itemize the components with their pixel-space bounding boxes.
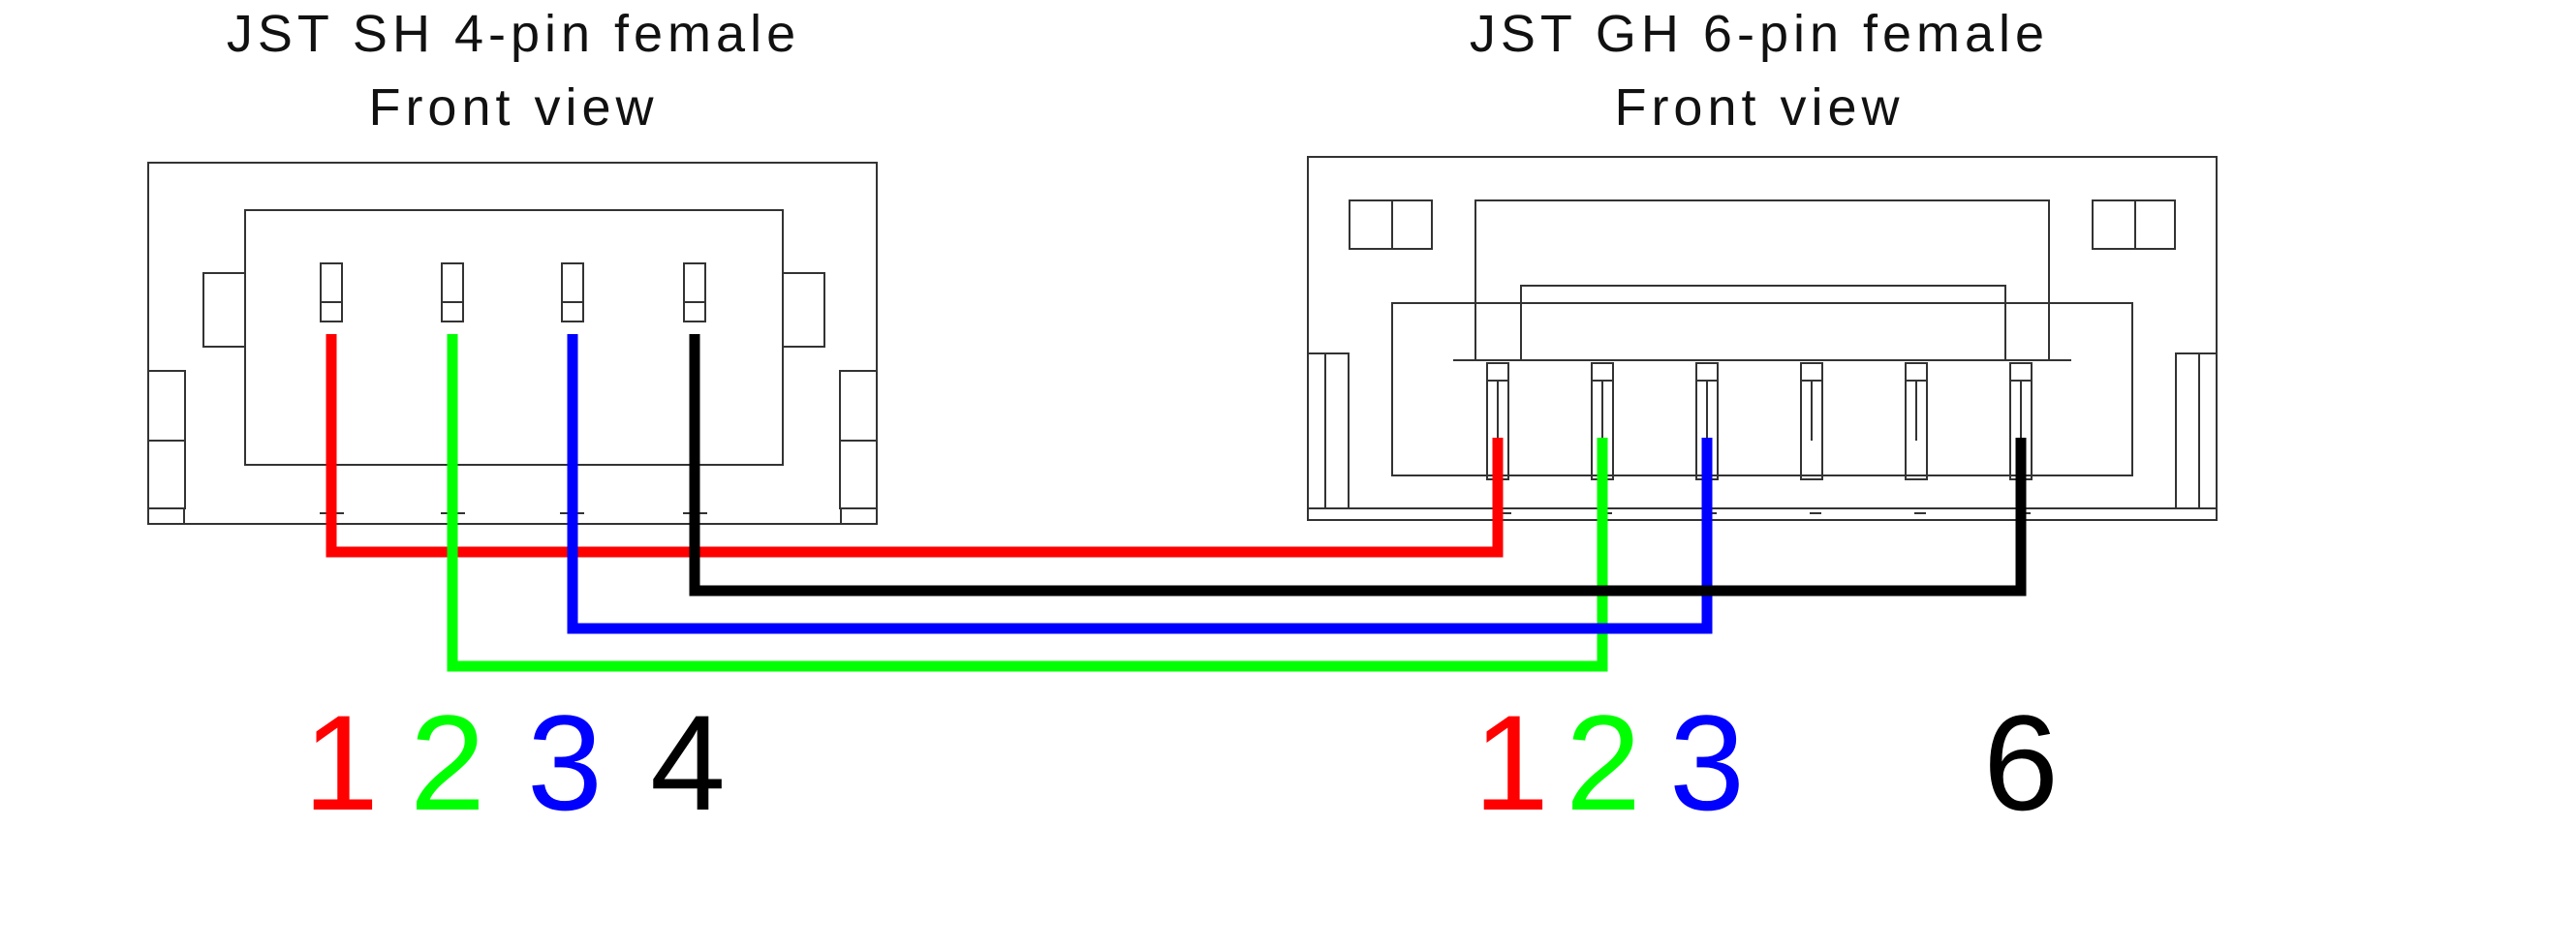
- jst-gh-6pin-housing: [1307, 156, 2218, 521]
- gh-contact-5: [1905, 362, 1928, 480]
- left-pin-label-3: 3: [527, 687, 603, 839]
- wire-pin4-to-pin6: [689, 334, 2027, 597]
- jst-sh-contacts: [320, 262, 706, 322]
- left-pin-label-1: 1: [303, 687, 379, 839]
- jst-gh-contacts: [1486, 362, 2033, 480]
- right-connector-title: JST GH 6-pin female: [1469, 5, 2050, 63]
- wire-pin1-to-pin1: [326, 334, 1504, 558]
- jst-sh-4pin-housing: [147, 162, 878, 525]
- wire-pin3-to-pin3: [567, 334, 1713, 634]
- sh-contact-2: [441, 262, 464, 322]
- left-connector-subtitle: Front view: [368, 78, 659, 137]
- left-pin-label-2: 2: [410, 687, 485, 839]
- right-pin-label-2: 2: [1566, 687, 1641, 839]
- sh-contact-4: [683, 262, 706, 322]
- wire-pin2-to-pin2: [447, 334, 1608, 672]
- sh-contact-3: [561, 262, 584, 322]
- right-pin-label-1: 1: [1474, 687, 1549, 839]
- right-pin-label-6: 6: [1983, 687, 2059, 839]
- sh-contact-1: [320, 262, 343, 322]
- left-connector-title: JST SH 4-pin female: [226, 5, 801, 63]
- right-pin-label-3: 3: [1669, 687, 1745, 839]
- gh-contact-4: [1800, 362, 1823, 480]
- left-pin-label-4: 4: [650, 687, 726, 839]
- right-connector-subtitle: Front view: [1614, 78, 1905, 137]
- wires: [326, 334, 2027, 672]
